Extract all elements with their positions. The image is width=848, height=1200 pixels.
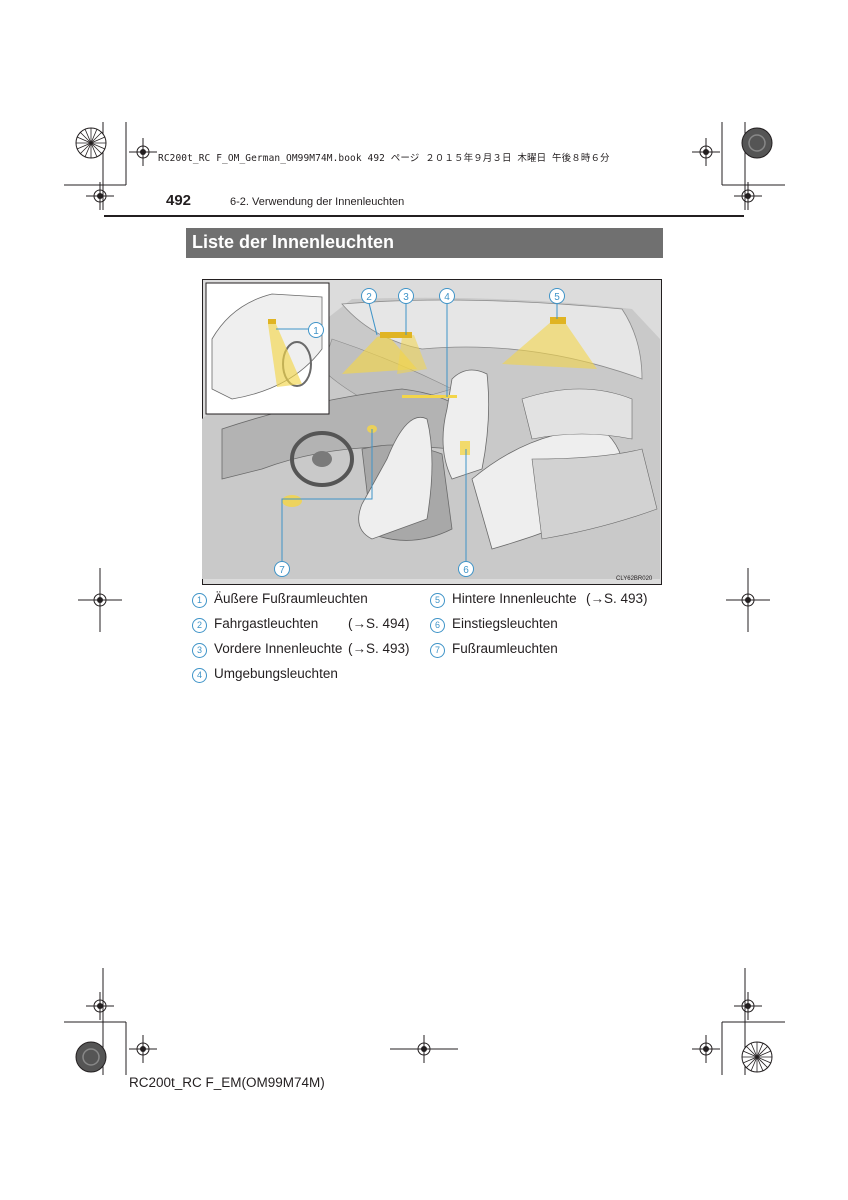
legend-number: 4: [192, 668, 207, 683]
legend-label: Hintere Innenleuchte: [452, 591, 577, 606]
legend-label: Fußraumleuchten: [452, 641, 558, 656]
figure-code: CLY62BR020: [616, 576, 653, 582]
legend-label: Fahrgastleuchten: [214, 616, 319, 631]
header-rule: [104, 215, 744, 217]
door-panel: [531, 448, 658, 540]
footer-text: RC200t_RC F_EM(OM99M74M): [129, 1075, 325, 1090]
rear-lamp: [550, 317, 566, 324]
callout-leaders: [276, 302, 558, 564]
driver-seat: [358, 417, 433, 540]
legend-number: 3: [192, 643, 207, 658]
legend-label: Einstiegsleuchten: [452, 616, 558, 631]
svg-text:1: 1: [313, 326, 319, 337]
legend-number: 6: [430, 618, 445, 633]
steering-hub: [312, 451, 332, 467]
svg-text:6: 6: [463, 565, 469, 576]
section-title: Liste der Innenleuchten: [192, 232, 395, 252]
light-beams: [282, 317, 597, 507]
page-reference: (→S. 494): [348, 616, 410, 631]
callout-5: 5: [549, 288, 565, 304]
front-light-beam: [342, 334, 417, 374]
legend-number: 2: [192, 618, 207, 633]
callout-3: 3: [398, 288, 414, 304]
ambient-light-strip: [402, 395, 457, 398]
callout-7: 7: [274, 561, 290, 577]
overhead-lamp: [380, 332, 412, 338]
legend-label: Vordere Innenleuchte: [214, 641, 343, 656]
svg-text:5: 5: [554, 292, 560, 303]
passenger-light-beam: [397, 335, 427, 374]
legend-label: Äußere Fußraumleuchten: [214, 591, 368, 606]
legend-label: Umgebungsleuchten: [214, 666, 338, 681]
page-number: 492: [166, 192, 192, 209]
puddle-light-beam: [268, 324, 302, 387]
steering-wheel: [290, 431, 354, 487]
rear-light-beam: [502, 321, 597, 369]
svg-text:2: 2: [366, 292, 372, 303]
callouts: 1 2 3 4 5 6 7: [274, 288, 565, 577]
section-title-bar: Liste der Innenleuchten: [186, 228, 663, 258]
section-reference: 6-2. Verwendung der Innenleuchten: [230, 196, 405, 208]
print-header: RC200t_RC F_OM_German_OM99M74M.book 492 …: [158, 153, 610, 164]
legend-number: 1: [192, 593, 207, 608]
door-step-light: [460, 441, 470, 455]
svg-text:7: 7: [279, 565, 285, 576]
callout-4: 4: [439, 288, 455, 304]
page-reference: (→S. 493): [586, 591, 648, 606]
svg-text:3: 3: [403, 292, 409, 303]
legend-number: 5: [430, 593, 445, 608]
callout-6: 6: [458, 561, 474, 577]
mirror-lamp-inset: [268, 319, 276, 324]
legend-number: 7: [430, 643, 445, 658]
callout-1: 1: [308, 322, 324, 338]
page-reference: (→S. 493): [348, 641, 410, 656]
footwell-light: [282, 495, 302, 507]
rear-backrest: [521, 388, 633, 440]
svg-text:4: 4: [444, 292, 450, 303]
interior-lights-illustration: 1 2 3 4 5 6 7: [202, 279, 662, 585]
callout-2: 2: [361, 288, 377, 304]
